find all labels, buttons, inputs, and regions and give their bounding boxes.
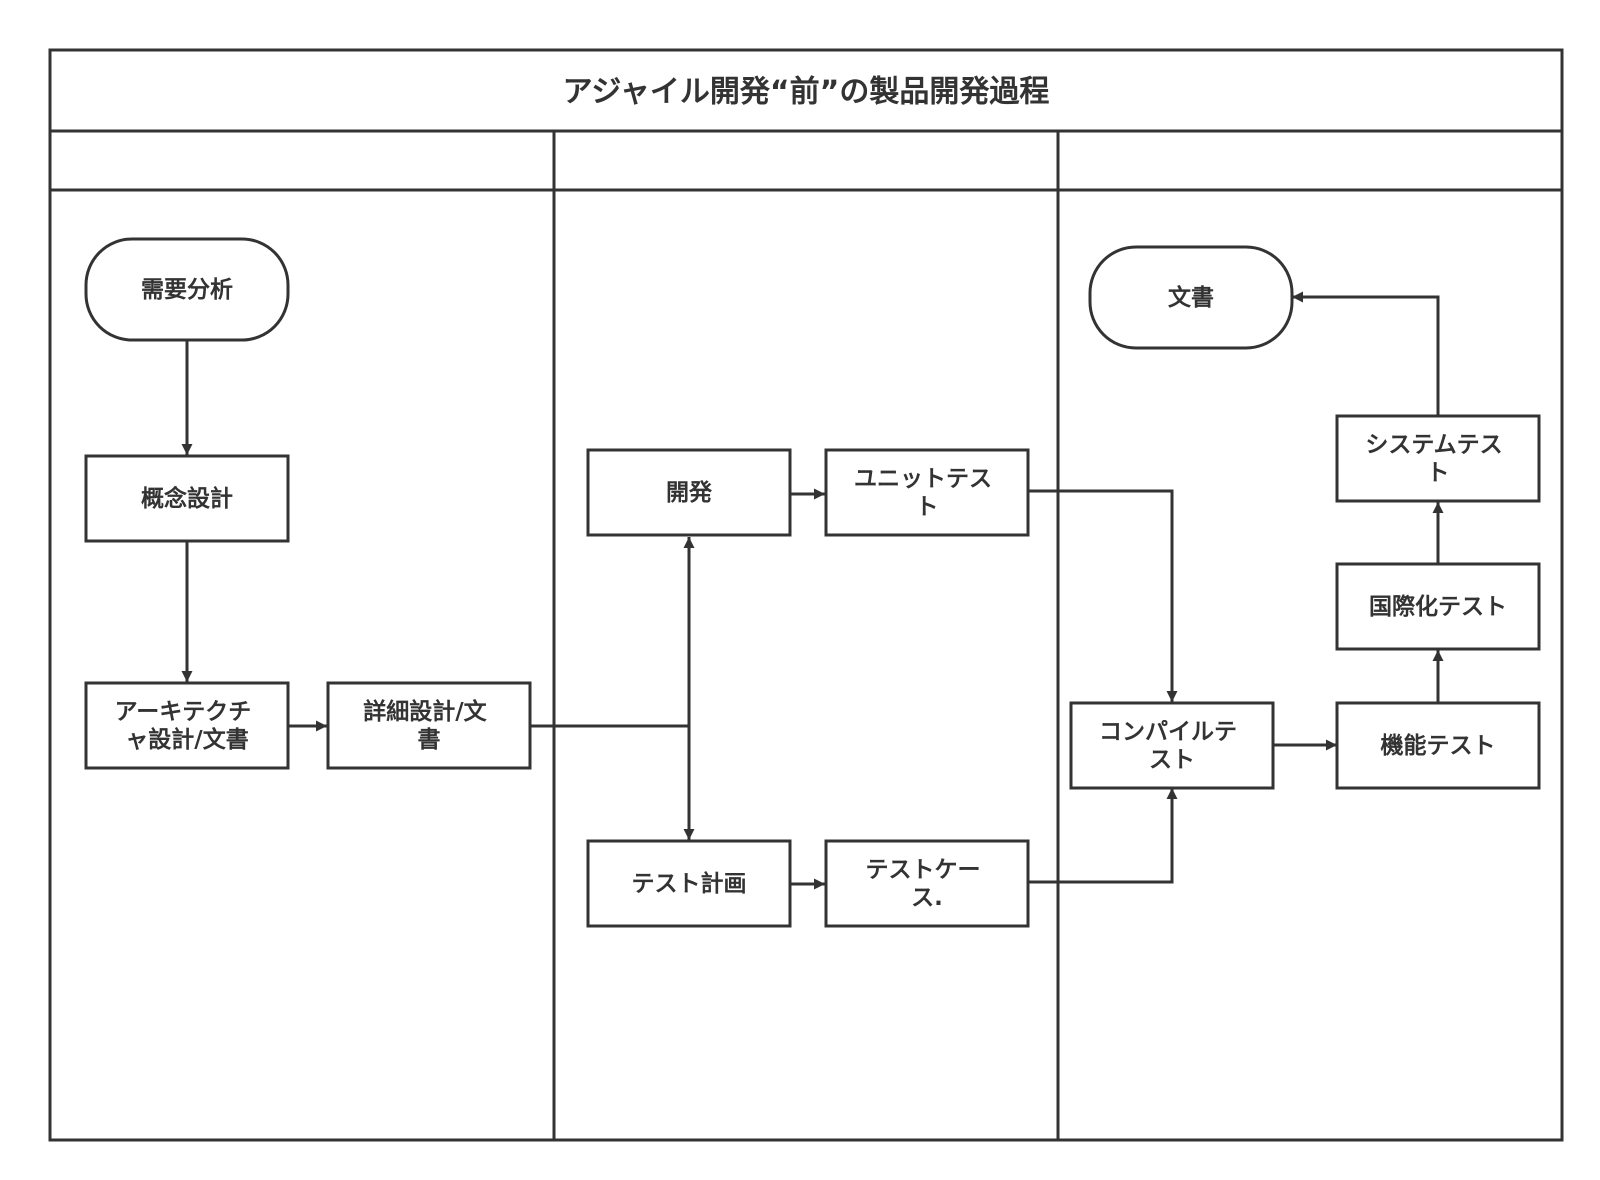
process-shape — [1069, 701, 1275, 790]
node-architecture-design: アーキテクチ ャ設計/文書 — [84, 681, 290, 770]
process-shape — [586, 839, 792, 928]
process-shape — [1335, 562, 1541, 651]
node-label: 国際化テスト — [1369, 593, 1507, 620]
node-development: 開発 — [586, 448, 792, 537]
node-label: コンパイルテ スト — [1099, 719, 1245, 773]
node-label: 機能テスト — [1381, 732, 1496, 759]
process-shape — [84, 454, 290, 543]
node-label: 需要分析 — [141, 277, 233, 303]
process-shape — [824, 448, 1030, 537]
process-shape — [1335, 701, 1541, 790]
process-shape — [586, 448, 792, 537]
node-label: テスト計画 — [632, 870, 747, 897]
process-shape — [84, 681, 290, 770]
connectors — [181, 291, 1444, 890]
node-documentation: 文書 — [1088, 245, 1294, 350]
diagram-title: アジャイル開発“前”の製品開発過程 — [563, 75, 1050, 110]
process-shape — [1335, 414, 1541, 503]
node-functional-test: 機能テスト — [1335, 701, 1541, 790]
node-label: 詳細設計/文 書 — [363, 698, 494, 753]
node-detailed-design: 詳細設計/文 書 — [326, 681, 532, 770]
node-test-case: テストケー ス. — [824, 839, 1030, 928]
edge-system-test-to-documentation — [1292, 291, 1440, 415]
node-label: テストケー ス. — [865, 857, 988, 911]
process-shape — [326, 681, 532, 770]
node-i18n-test: 国際化テスト — [1335, 562, 1541, 651]
terminal-shape — [1088, 245, 1294, 350]
node-concept-design: 概念設計 — [84, 454, 290, 543]
node-label: 文書 — [1168, 284, 1214, 311]
terminal-shape — [84, 237, 290, 342]
node-requirements: 需要分析 — [84, 237, 290, 342]
edge-test-case-to-compile-test — [1027, 788, 1178, 884]
node-label: 概念設計 — [141, 485, 233, 512]
node-system-test: システムテス ト — [1335, 414, 1541, 503]
node-label: 開発 — [666, 480, 713, 506]
node-label: アーキテクチ ャ設計/文書 — [115, 699, 260, 753]
diagram-frame — [48, 48, 1564, 1142]
process-shape — [824, 839, 1030, 928]
node-compile-test: コンパイルテ スト — [1069, 701, 1275, 790]
node-test-plan: テスト計画 — [586, 839, 792, 928]
edge-unit-test-to-compile-test — [1027, 489, 1178, 702]
node-label: システムテス ト — [1365, 432, 1510, 486]
node-label: ユニットテス ト — [854, 466, 1000, 520]
node-unit-test: ユニットテス ト — [824, 448, 1030, 537]
